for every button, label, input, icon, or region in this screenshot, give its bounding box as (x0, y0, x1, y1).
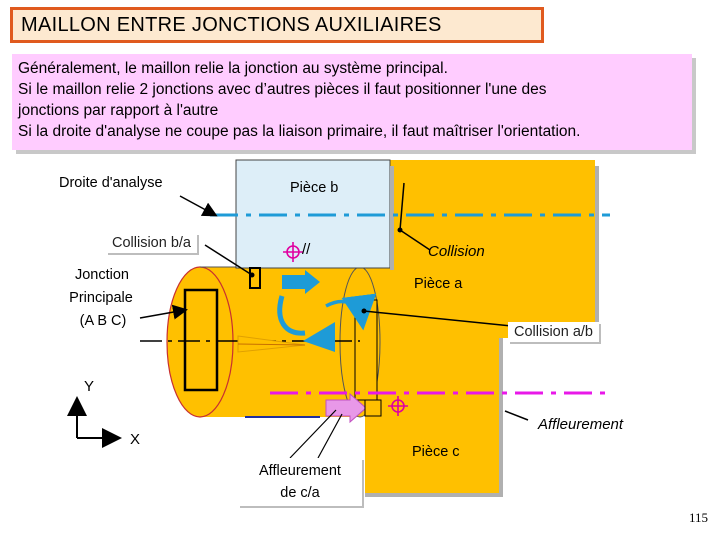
primary-joint-rect (183, 288, 219, 392)
label-affleurement-ca: Affleurement de c/a (238, 458, 362, 506)
label-affleurement-ca-line-2: de c/a (280, 485, 320, 501)
label-piece-b: Pièce b (290, 180, 339, 196)
junction-flange (354, 299, 378, 401)
label-affleurement: Affleurement (538, 416, 624, 433)
axis-arrows-icon (67, 396, 122, 448)
intro-line-4: Si la droite d'analyse ne coupe pas la l… (18, 123, 581, 140)
blue-arrow-right (282, 270, 320, 294)
position-symbol-icon (283, 242, 303, 262)
label-jonction-principale-2: Principale (69, 290, 133, 306)
intro-line-3: jonctions par rapport à l'autre (18, 102, 219, 119)
page-title: MAILLON ENTRE JONCTIONS AUXILIAIRES (10, 7, 544, 43)
label-collision: Collision (428, 243, 485, 260)
label-affleurement-ca-line-1: Affleurement (259, 463, 341, 479)
page-number: 115 (688, 510, 708, 525)
label-jonction-principale-3: (A B C) (79, 313, 127, 329)
blue-arrow-left (303, 322, 335, 352)
intro-line-2: Si le maillon relie 2 jonctions avec d’a… (18, 81, 547, 98)
label-jonction-principale-1: Jonction (74, 267, 129, 283)
piece-a-shape (355, 160, 595, 338)
label-axis-y: Y (84, 378, 95, 395)
label-collision-ab: Collision a/b (508, 322, 599, 342)
intro-line-1: Généralement, le maillon relie la joncti… (18, 60, 448, 77)
label-droite-analyse: Droite d'analyse (59, 175, 163, 191)
label-piece-a: Pièce a (414, 276, 463, 292)
label-piece-c: Pièce c (412, 444, 460, 460)
intro-text-box: Généralement, le maillon relie la joncti… (12, 54, 692, 150)
parallel-symbol: // (302, 241, 311, 258)
position-symbol-icon (388, 396, 408, 416)
label-collision-ba: Collision b/a (106, 233, 197, 253)
label-axis-x: X (130, 431, 141, 448)
piece-c-shape (365, 330, 499, 495)
